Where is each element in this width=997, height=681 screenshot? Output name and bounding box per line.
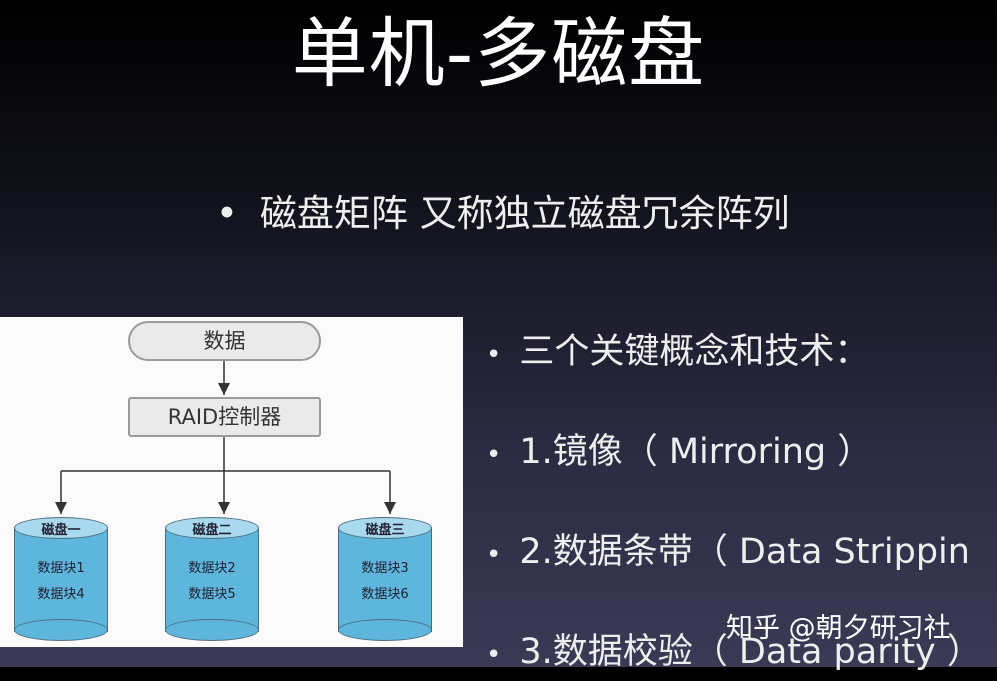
data-block: 数据块5 <box>188 587 236 602</box>
bullet-key-concepts: • 三个关键概念和技术： <box>486 326 869 381</box>
bullet-text: 1.镜像（ Mirroring ） <box>519 432 873 472</box>
disk-2: 磁盘二 数据块2 数据块5 <box>165 517 259 641</box>
bullet-dot: • <box>216 192 238 235</box>
raid-controller-node: RAID控制器 <box>128 397 321 437</box>
bullet-dot: • <box>486 540 502 570</box>
intro-bullet: • 磁盘矩阵 又称独立磁盘冗余阵列 <box>216 186 790 242</box>
raid-diagram: 数据 RAID控制器 磁盘一 数据块1 数据块4 磁盘二 数据块2 数据块5 磁… <box>0 317 463 647</box>
bullet-mirroring: • 1.镜像（ Mirroring ） <box>486 426 872 481</box>
data-block: 数据块1 <box>37 561 85 576</box>
disk-name: 磁盘三 <box>365 523 405 538</box>
disk-name: 磁盘一 <box>41 523 81 538</box>
watermark: 知乎 @朝夕研习社 <box>726 613 951 644</box>
disk-3: 磁盘三 数据块3 数据块6 <box>338 517 432 641</box>
bullet-text: 三个关键概念和技术： <box>519 332 870 372</box>
bullet-dot: • <box>486 640 502 670</box>
diagram-connectors <box>55 361 396 514</box>
data-block: 数据块2 <box>188 561 236 576</box>
bullet-dot: • <box>486 340 502 370</box>
bullet-dot: • <box>486 440 502 470</box>
bullet-text: 2.数据条带（ Data Strippin <box>519 532 970 572</box>
data-block: 数据块3 <box>361 561 409 576</box>
bullet-parity: • 3.数据校验（ Data parity ） <box>486 626 982 681</box>
disk-name: 磁盘二 <box>192 523 232 538</box>
data-block: 数据块6 <box>361 587 409 602</box>
bullet-striping: • 2.数据条带（ Data Strippin <box>486 526 970 581</box>
data-node: 数据 <box>128 321 321 361</box>
data-block: 数据块4 <box>37 587 85 602</box>
bullet-text: 3.数据校验（ Data parity ） <box>519 632 982 672</box>
intro-bullet-text: 磁盘矩阵 又称独立磁盘冗余阵列 <box>259 192 790 235</box>
slide-title: 单机-多磁盘 <box>291 9 706 98</box>
disk-1: 磁盘一 数据块1 数据块4 <box>14 517 108 641</box>
